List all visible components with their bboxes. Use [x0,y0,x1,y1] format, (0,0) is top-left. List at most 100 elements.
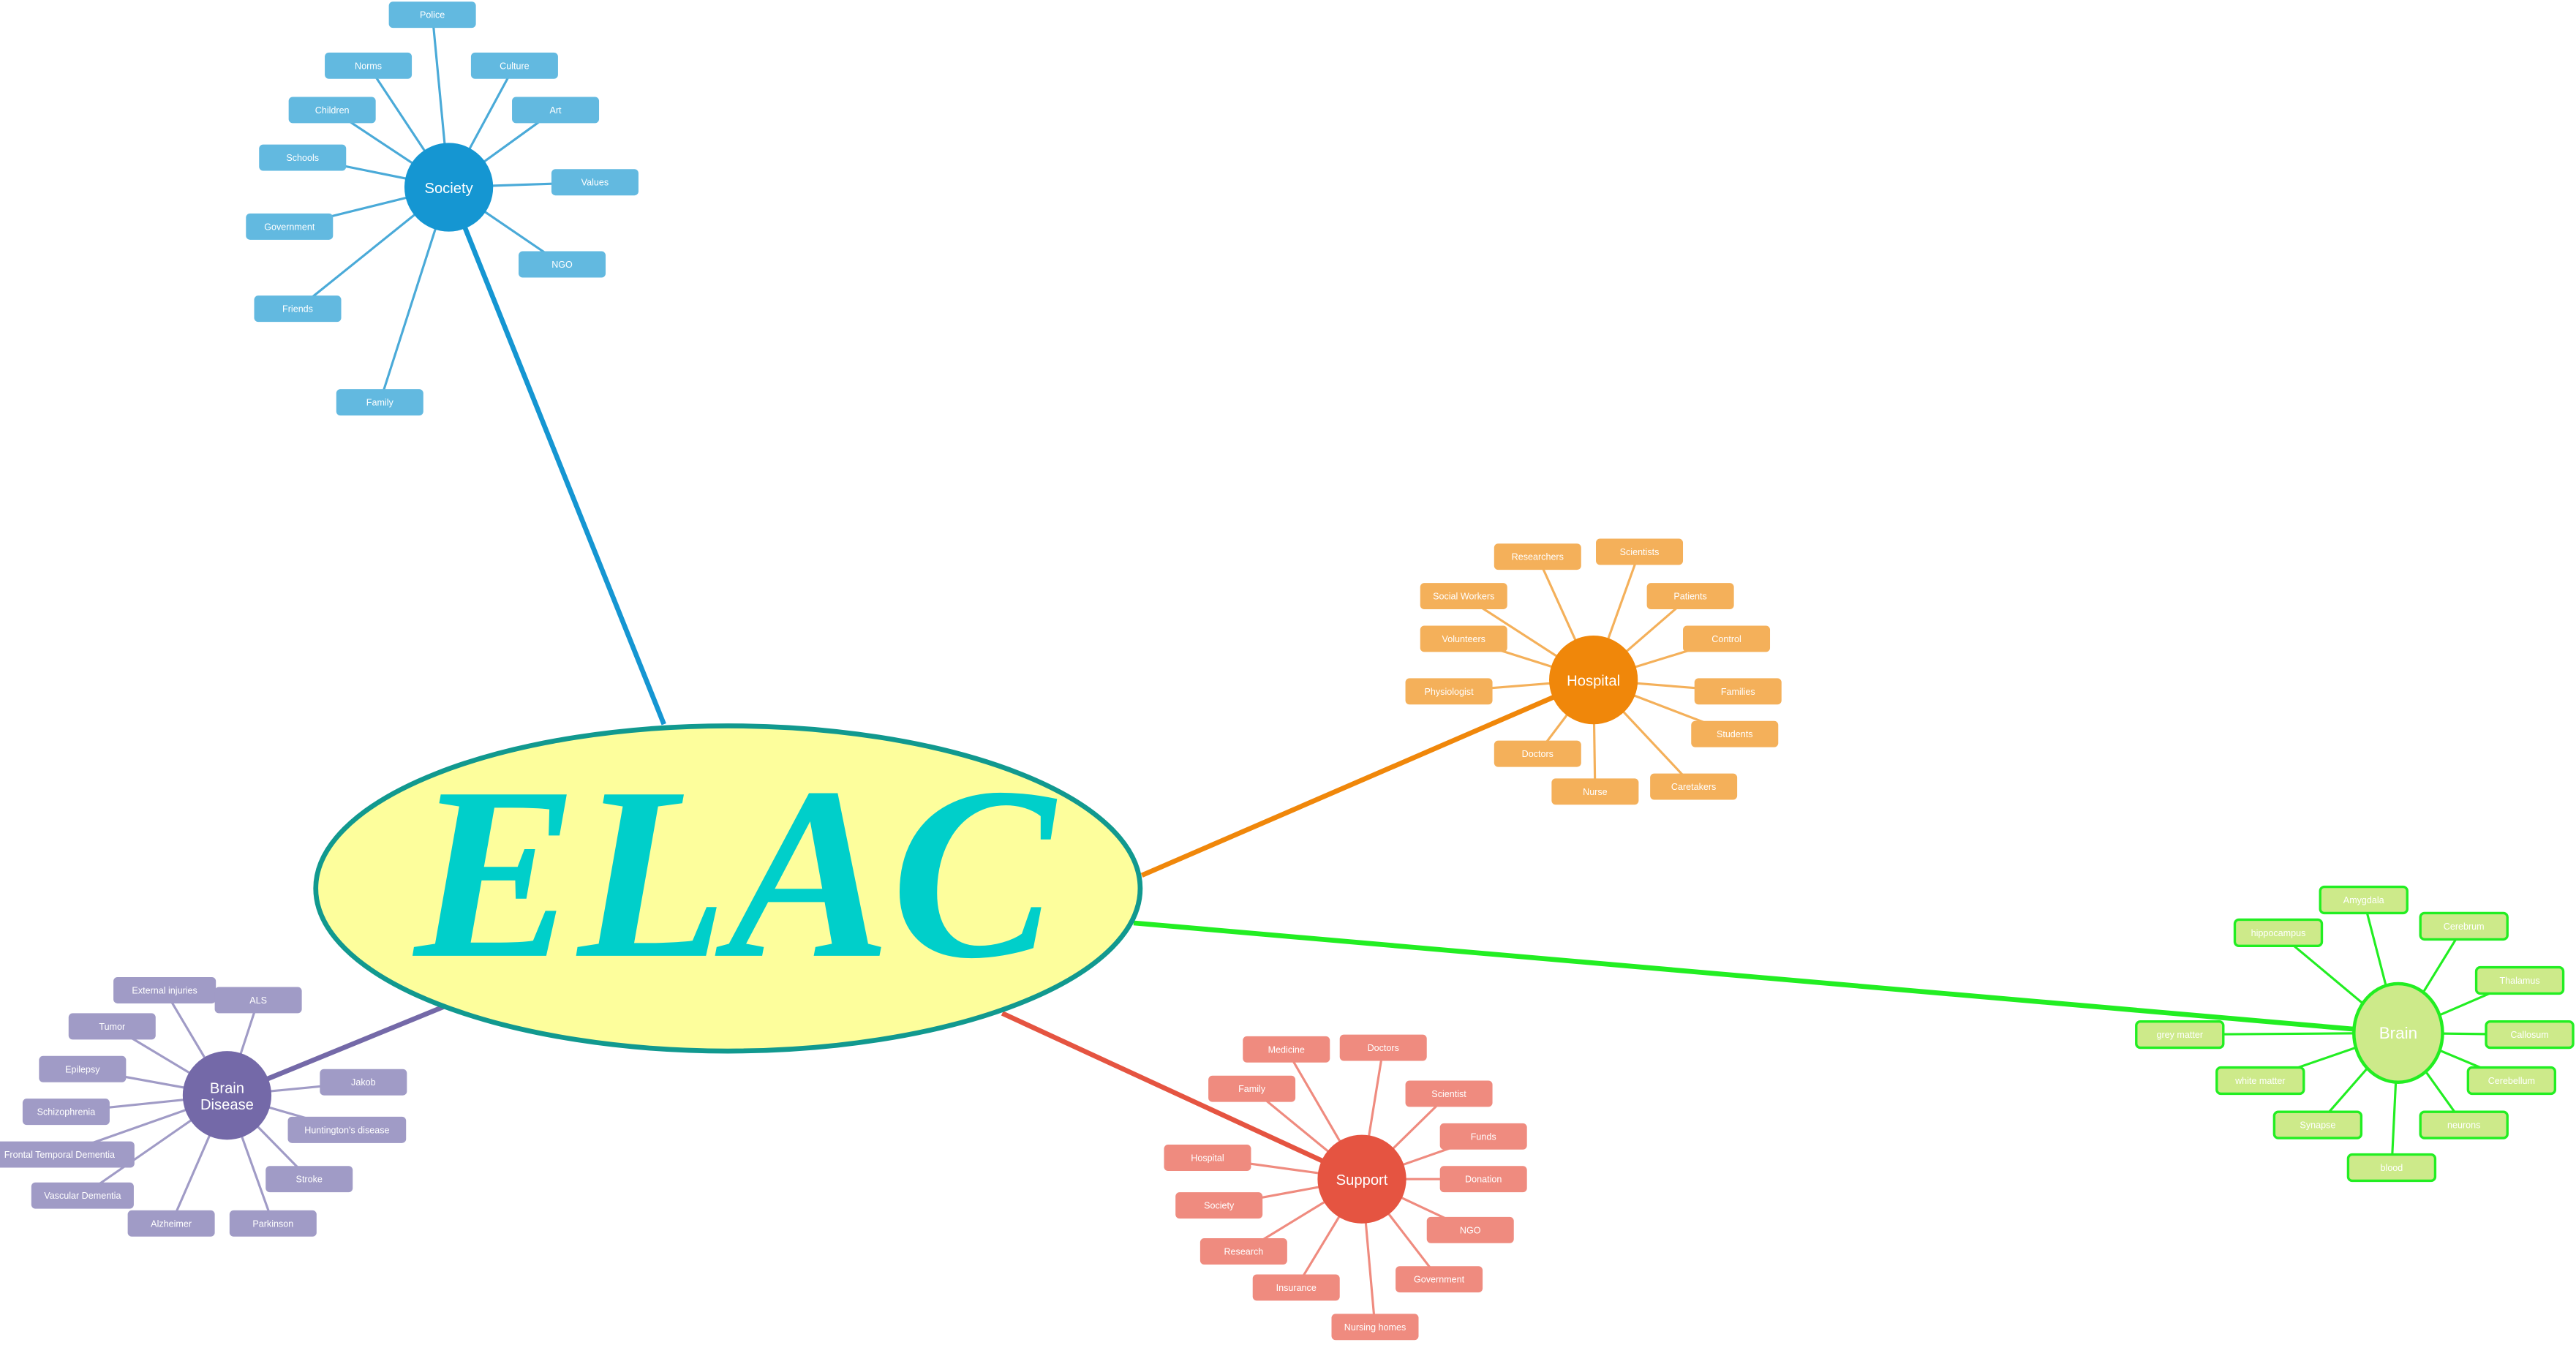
leaf-box [2319,885,2409,915]
leaf-box [1243,1036,1330,1063]
leaf-box [287,1116,407,1143]
support-leaf-node[interactable]: Donation [1439,1166,1527,1193]
brain-disease-leaf-node[interactable]: External injuries [113,977,216,1003]
brain-leaf-node[interactable]: Cerebrum [2419,911,2509,941]
brain-disease-leaf-node[interactable]: Parkinson [229,1210,317,1237]
leaf-label: NGO [551,260,573,270]
brain-disease-leaf-node[interactable]: Alzheimer [127,1210,215,1237]
hospital-leaf-node[interactable]: Physiologist [1405,678,1493,705]
society-leaf-node[interactable]: Art [512,97,600,124]
support-leaf-node[interactable]: Society [1175,1192,1263,1219]
support-leaf-node[interactable]: Insurance [1252,1274,1340,1301]
brain-leaf-node[interactable]: blood [2346,1153,2437,1183]
support-leaf-node[interactable]: Doctors [1339,1034,1427,1061]
leaf-box [1426,1216,1514,1243]
brain-disease-leaf-node[interactable]: Huntington's disease [287,1116,407,1143]
society-leaf-node[interactable]: NGO [519,251,606,278]
leaf-box [265,1166,353,1193]
hospital-leaf-node[interactable]: Patients [1646,583,1734,610]
hospital-main-link [1140,677,1594,878]
leaf-label: Synapse [2300,1120,2335,1131]
brain-leaf-node[interactable]: Amygdala [2319,885,2409,915]
society-hub[interactable]: Society [404,143,494,232]
hospital-leaf-node[interactable]: Nurse [1551,778,1639,805]
hospital-leaf-node[interactable]: Control [1683,625,1771,652]
brain-leaf-node[interactable]: grey matter [2135,1020,2225,1050]
leaf-box [1175,1192,1263,1219]
brain-leaf-node[interactable]: Callosum [2485,1020,2575,1050]
brain-leaf-node[interactable]: Synapse [2272,1110,2363,1139]
brain-disease-leaf-node[interactable]: Tumor [68,1013,156,1040]
society-leaf-node[interactable]: Norms [325,52,413,79]
society-leaf-node[interactable]: Police [388,1,476,29]
support-leaf-node[interactable]: Funds [1439,1123,1527,1150]
leaf-label: Jakob [351,1077,376,1088]
brain-disease-cluster: External injuries ALS TumorEpilepsyJakobSc… [0,977,407,1237]
leaf-box [2233,918,2324,948]
support-leaf-node[interactable]: Research [1200,1238,1287,1265]
support-leaf-node[interactable]: Nursing homes [1331,1314,1419,1341]
brain-disease-leaf-node[interactable]: Schizophrenia [22,1099,110,1126]
hospital-leaf-node[interactable]: Caretakers [1650,773,1738,800]
brain-disease-leaf-node[interactable]: Jakob [320,1069,407,1096]
leaf-box [1439,1166,1527,1193]
leaf-label: Scientist [1431,1089,1466,1099]
brain-disease-leaf-node[interactable]: ALS [214,987,302,1014]
support-leaf-node[interactable]: Medicine [1243,1036,1330,1063]
leaf-label: External injuries [132,985,197,995]
brain-leaf-node[interactable]: white matter [2215,1066,2305,1096]
society-leaf-node[interactable]: Culture [470,52,558,79]
support-leaf-node[interactable]: NGO [1426,1216,1514,1243]
center-node[interactable]: ELAC [313,723,1143,1054]
hospital-leaf-node[interactable]: Students [1691,720,1779,747]
leaf-box [1691,720,1779,747]
hospital-leaf-node[interactable]: Doctors [1494,740,1581,767]
leaf-label: Nurse [1583,787,1608,797]
support-leaf-node[interactable]: Government [1396,1266,1483,1293]
leaf-label: Physiologist [1425,687,1475,697]
leaf-label: Schizophrenia [37,1107,96,1118]
hospital-leaf-node[interactable]: Families [1694,678,1782,705]
society-leaf-node[interactable]: Values [551,169,639,196]
leaf-box [214,987,302,1014]
hospital-leaf-node[interactable]: Volunteers [1420,625,1507,652]
brain-leaf-node[interactable]: Cerebellum [2466,1066,2557,1096]
leaf-label: Caretakers [1671,782,1716,792]
support-leaf-node[interactable]: Hospital [1164,1145,1251,1171]
leaf-box [259,144,347,171]
support-leaf-node[interactable]: Family [1208,1075,1296,1102]
leaf-label: Medicine [1268,1044,1305,1055]
brain-disease-leaf-node[interactable]: Frontal Temporal Dementia [0,1141,135,1168]
brain-leaf-node[interactable]: Thalamus [2474,965,2565,995]
society-leaf-node[interactable]: Children [288,97,376,124]
center-ellipse [313,723,1143,1054]
society-leaf-node[interactable]: Schools [259,144,347,171]
support-leaf-node[interactable]: Scientist [1405,1080,1493,1107]
hospital-leaf-node[interactable]: Scientists [1596,538,1684,565]
society-leaf-node[interactable]: Family [336,389,423,416]
brain-disease-leaf-node[interactable]: Stroke [265,1166,353,1193]
brain-hub[interactable]: Brain [2352,982,2444,1084]
leaf-label: Huntington's disease [304,1125,389,1135]
brain-disease-leaf-node[interactable]: Epilepsy [39,1055,127,1082]
leaf-label: Callosum [2510,1030,2548,1040]
leaf-label: Tumor [99,1022,125,1032]
hospital-leaf-node[interactable]: Social Workers [1420,583,1507,610]
society-leaf-node[interactable]: Government [246,213,334,240]
brain-leaf-node[interactable]: neurons [2419,1110,2509,1139]
leaf-box [2466,1066,2557,1096]
hospital-hub[interactable]: Hospital [1549,635,1638,725]
leaf-label: Art [550,105,562,116]
leaf-box [2419,911,2509,941]
society-leaf-node[interactable]: Friends [254,295,342,323]
hub-label: Support [1336,1172,1388,1188]
leaf-box [1405,678,1493,705]
support-hub[interactable]: Support [1317,1134,1406,1224]
brain-disease-leaf-node[interactable]: Vascular Dementia [31,1182,134,1209]
leaf-label: Stroke [296,1175,323,1185]
hospital-leaf-node[interactable]: Researchers [1494,543,1581,570]
brain-leaf-node[interactable]: hippocampus [2233,918,2324,948]
leaf-box [39,1055,127,1082]
